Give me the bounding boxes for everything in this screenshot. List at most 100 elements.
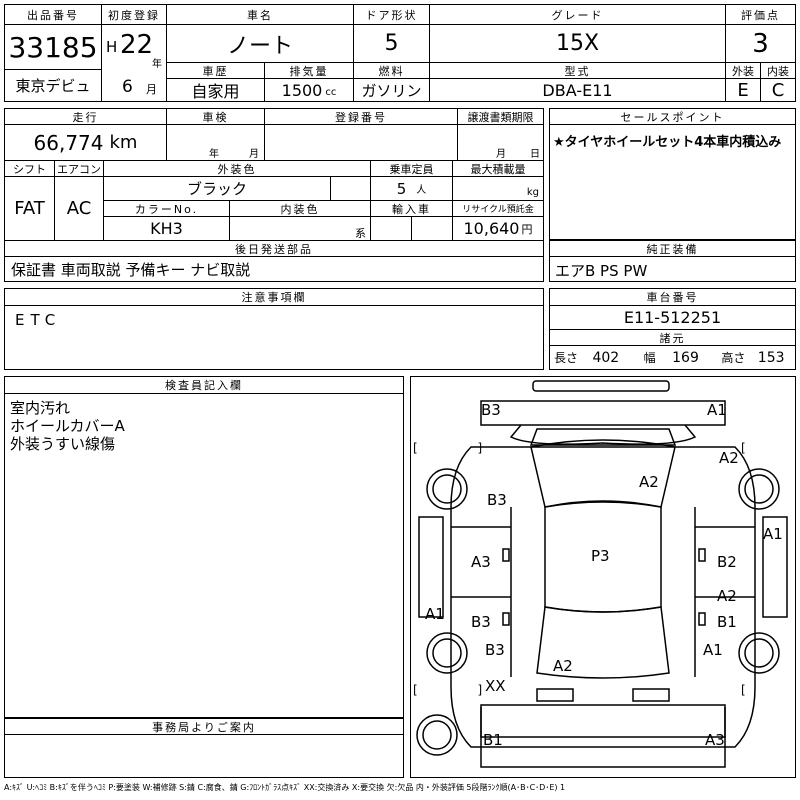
grade-label: グレード	[430, 5, 726, 25]
later-parts-label: 後日発送部品	[5, 241, 543, 257]
door-type: 5	[354, 25, 430, 63]
interior-grade-label: 内装	[761, 63, 795, 79]
notes-text: ETC	[15, 311, 62, 329]
damage-mark: A2	[639, 473, 659, 491]
width-label: 幅	[643, 351, 656, 365]
transfer-deadline: 月 日	[458, 125, 543, 161]
interior-color-unit: 系	[355, 227, 366, 240]
exterior-color-extra	[331, 177, 371, 201]
capacity-unit: 人	[416, 185, 427, 196]
shift: FAT	[5, 177, 55, 241]
reg-year: 22	[120, 30, 154, 60]
color-number: KH3	[104, 217, 230, 241]
mileage-value: 66,774	[33, 130, 104, 155]
debut-label: 東京デビュ	[5, 70, 102, 101]
history-label: 車歴	[167, 63, 265, 79]
damage-mark: A1	[763, 525, 783, 543]
spec-table: 走行 66,774 km 車検 年 月 登録番号 譲渡書類期限 月 日 シフト …	[4, 108, 544, 282]
car-name-label: 車名	[167, 5, 354, 25]
model-label: 型式	[430, 63, 726, 79]
bracket: [ ]	[741, 441, 800, 455]
registration-number-label: 登録番号	[265, 109, 458, 125]
exterior-color-label: 外装色	[104, 161, 371, 177]
damage-mark: A3	[471, 553, 491, 571]
dimensions: 長さ 402 幅 169 高さ 153	[554, 349, 785, 366]
mileage: 66,774 km	[5, 125, 167, 161]
damage-mark: A2	[553, 657, 573, 675]
inspector-label: 検査員記入欄	[5, 377, 403, 394]
year-unit: 年	[152, 59, 162, 70]
chassis-number: E11-512251	[550, 306, 795, 330]
damage-mark: A1	[703, 641, 723, 659]
chassis-label: 車台番号	[550, 289, 795, 306]
bracket: [ ]	[413, 441, 511, 455]
max-load: kg	[453, 177, 543, 201]
recycle-fee-label: リサイクル預託金	[453, 201, 543, 217]
fuel-label: 燃料	[354, 63, 430, 79]
recycle-fee-value: 10,640	[463, 219, 520, 238]
score-label: 評価点	[726, 5, 795, 25]
damage-mark: B3	[481, 401, 501, 419]
grade: 15X	[430, 25, 726, 63]
model: DBA-E11	[430, 79, 726, 101]
inspection-month-unit: 月	[249, 149, 259, 160]
transfer-deadline-label: 譲渡書類期限	[458, 109, 543, 125]
office-box: 事務局よりご案内	[4, 718, 404, 778]
height-label: 高さ	[721, 351, 746, 365]
sales-point-text: ★タイヤホイールセット4本車内積込み	[553, 135, 782, 150]
damage-mark: A2	[717, 587, 737, 605]
era: H	[106, 38, 118, 56]
dimensions-label: 諸元	[550, 330, 795, 346]
first-registration-month: 6 月	[102, 63, 167, 101]
inspector-note-3: 外装うすい線傷	[10, 435, 116, 453]
first-registration-label: 初度登録	[102, 5, 167, 25]
equipment-label: 純正装備	[550, 240, 795, 257]
inspection-year-unit: 年	[209, 149, 219, 160]
damage-mark: XX	[485, 677, 506, 695]
damage-mark: A2	[719, 449, 739, 467]
aircon-label: エアコン	[55, 161, 104, 177]
displacement-label: 排気量	[265, 63, 354, 79]
sales-point-box: セールスポイント ★タイヤホイールセット4本車内積込み	[549, 108, 796, 240]
damage-mark: B3	[487, 491, 507, 509]
notes-box: 注意事項欄 ETC	[4, 288, 544, 370]
inspector-note-2: ホイールカバーA	[10, 417, 125, 435]
shift-label: シフト	[5, 161, 55, 177]
mileage-label: 走行	[5, 109, 167, 125]
import-b	[412, 217, 453, 241]
height-value: 153	[757, 350, 785, 366]
aircon: AC	[55, 177, 104, 241]
sales-point-label: セールスポイント	[550, 109, 795, 125]
equipment-box: 純正装備 エアB PS PW	[549, 240, 796, 282]
color-number-label: カラーNo.	[104, 201, 230, 217]
damage-mark: B2	[717, 553, 737, 571]
history: 自家用	[167, 79, 265, 101]
inspector-note-1: 室内汚れ	[10, 399, 71, 417]
inspector-box: 検査員記入欄 室内汚れ ホイールカバーA 外装うすい線傷	[4, 376, 404, 718]
length-value: 402	[592, 350, 620, 366]
interior-color: 系	[230, 217, 371, 241]
car-diagram: B3 A1 A2 A2 B3 A1 A3 P3 B2 A2 A1 B3 B1 B…	[410, 376, 800, 778]
interior-color-label: 内装色	[230, 201, 371, 217]
damage-mark: A1	[425, 605, 445, 623]
damage-mark: A3	[705, 731, 725, 749]
displacement: 1500 cc	[265, 79, 354, 101]
capacity-label: 乗車定員	[371, 161, 453, 177]
length-label: 長さ	[554, 351, 579, 365]
exterior-grade-label: 外装	[726, 63, 761, 79]
capacity-value: 5	[396, 179, 407, 198]
office-label: 事務局よりご案内	[5, 718, 403, 735]
recycle-fee-unit: 円	[521, 222, 533, 236]
displacement-value: 1500	[281, 80, 323, 100]
header-table: 出品番号 33185 東京デビュ 初度登録 H 22 年 6 月 車名 ノート …	[4, 4, 796, 102]
mileage-unit: km	[109, 132, 138, 153]
equipment-text: エアB PS PW	[555, 262, 648, 280]
score: 3	[726, 25, 795, 63]
lot-number-label: 出品番号	[5, 5, 102, 25]
damage-mark: A1	[707, 401, 727, 419]
fuel: ガソリン	[354, 79, 430, 101]
legend: A:ｷｽﾞ U:ﾍｺﾐ B:ｷｽﾞを伴うﾍｺﾐ P:要塗装 W:補修跡 S:錆 …	[4, 783, 566, 792]
transfer-day-unit: 日	[530, 149, 540, 160]
reg-month: 6	[122, 77, 133, 97]
first-registration-year: H 22 年	[102, 25, 167, 70]
